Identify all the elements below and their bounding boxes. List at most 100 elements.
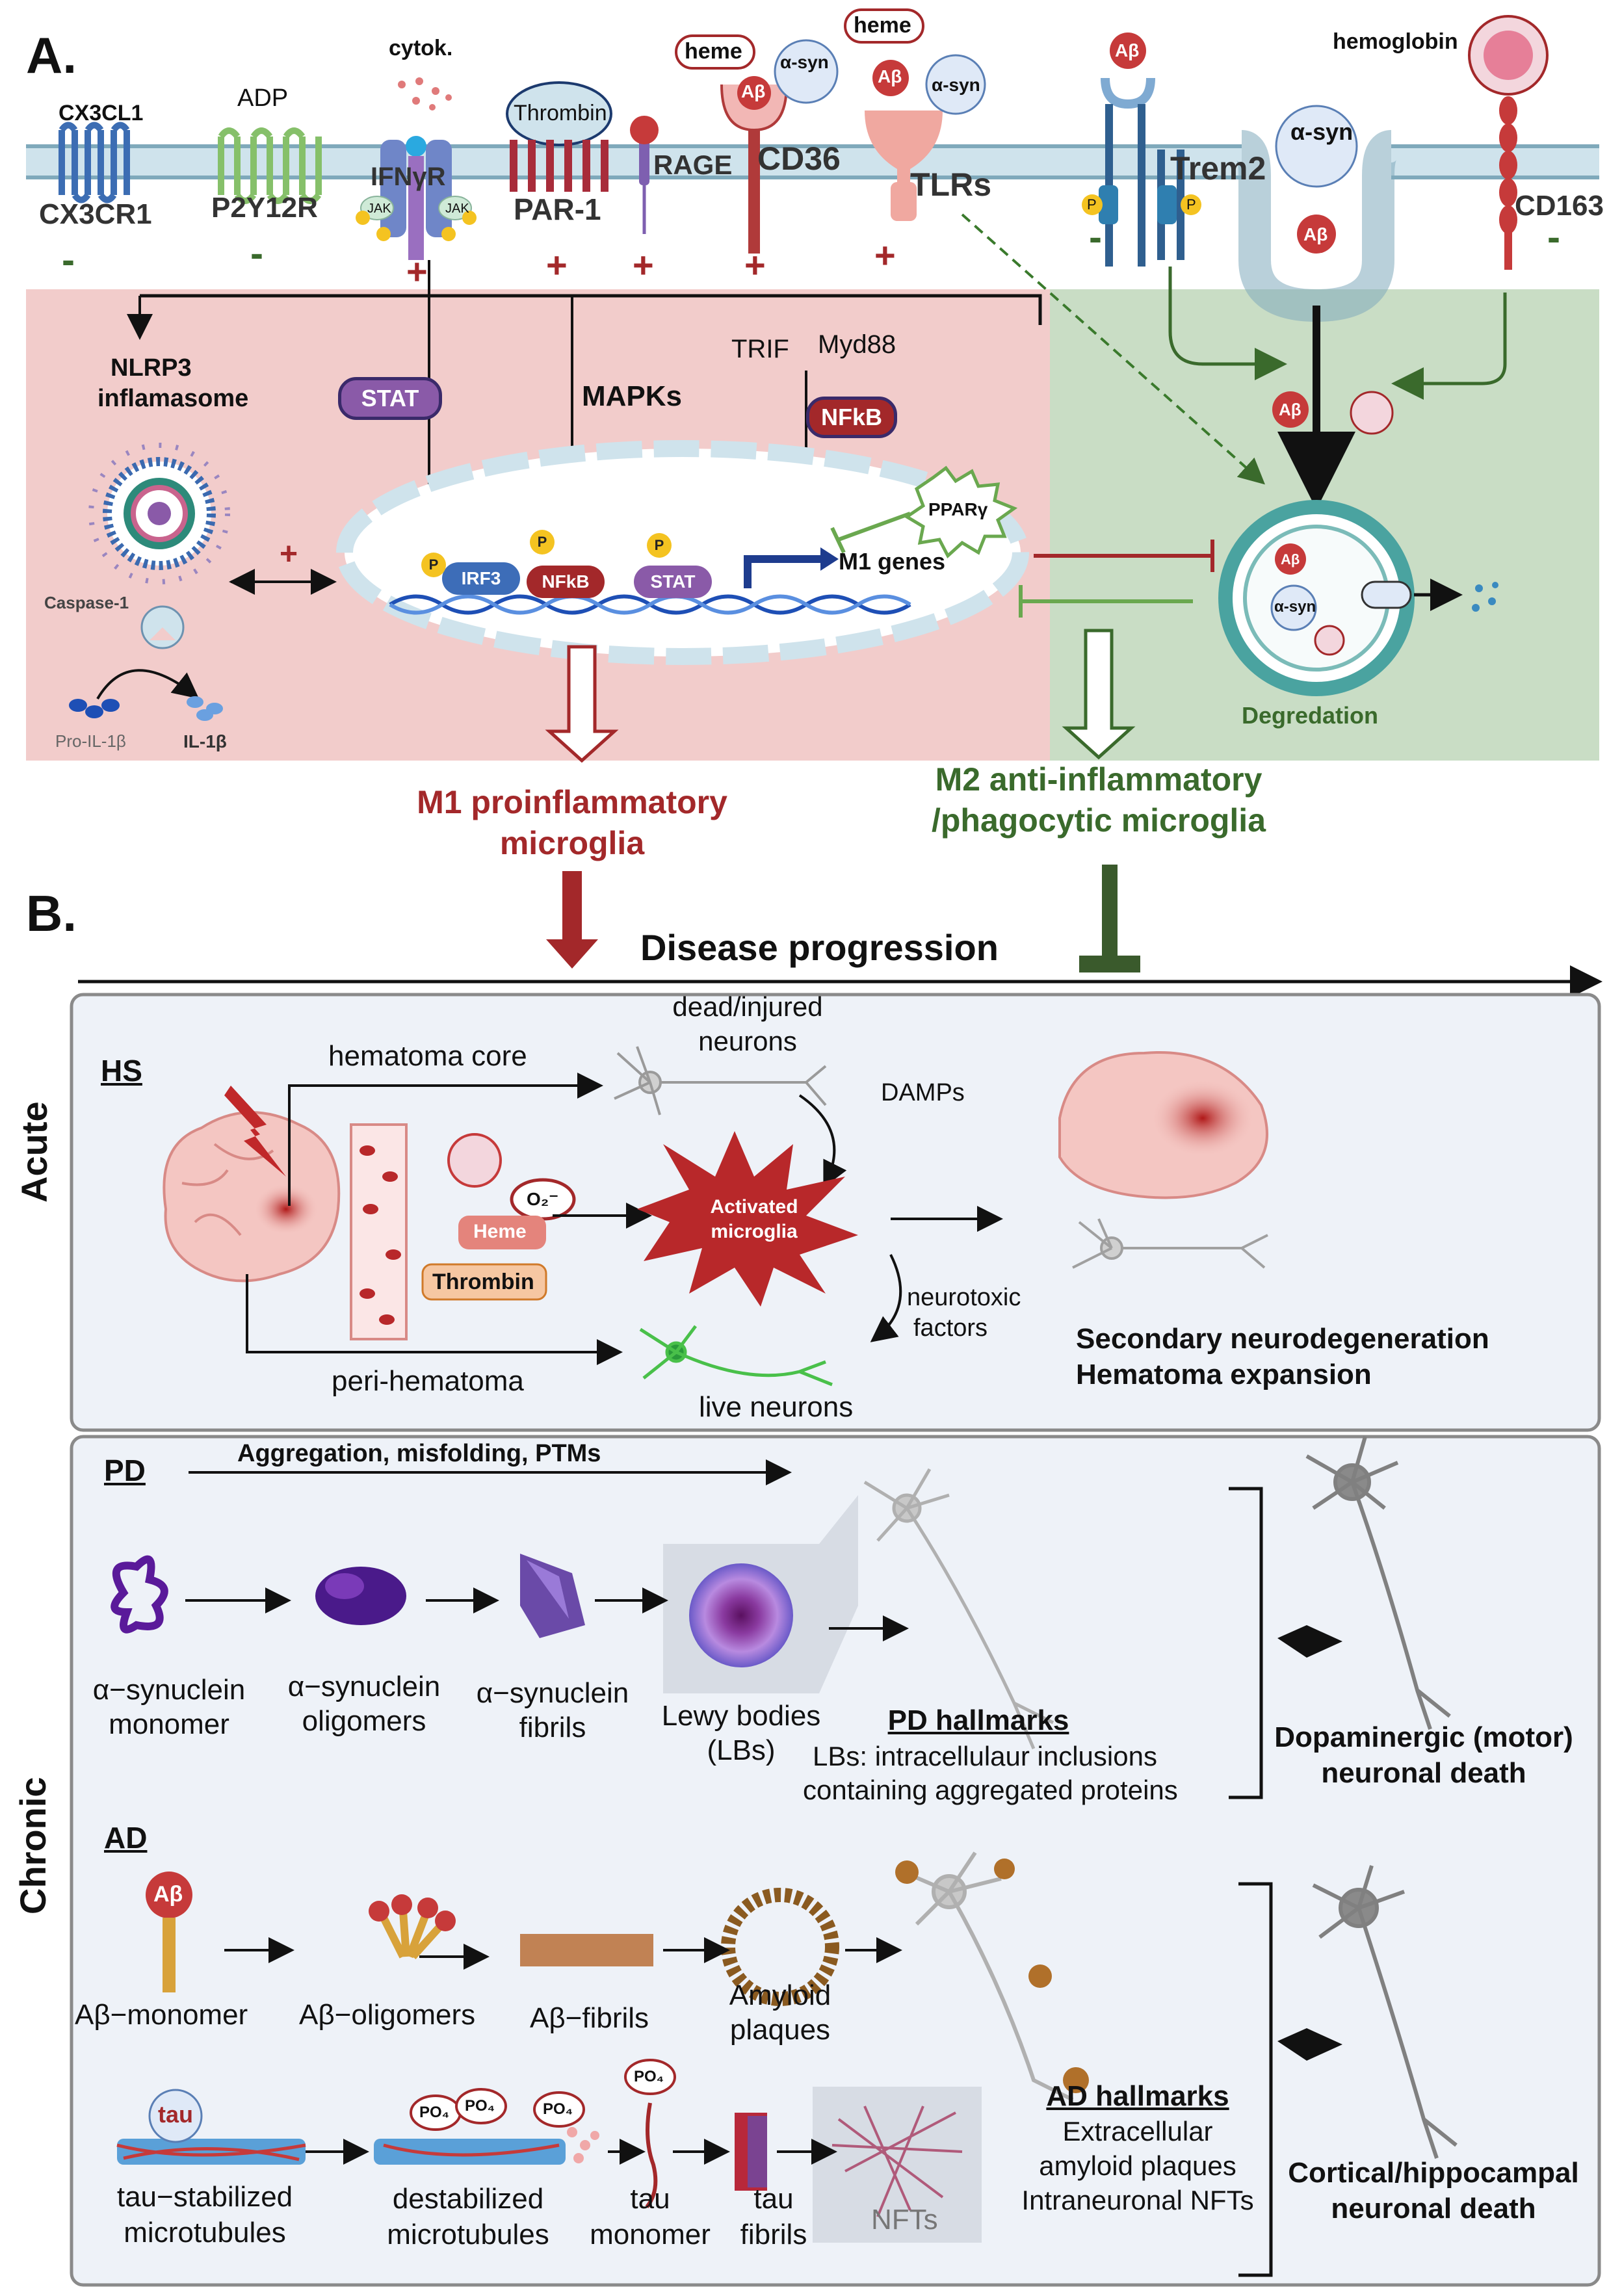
ad-outcome-arrow: [1277, 2028, 1342, 2061]
cd36-receptor: [675, 34, 839, 254]
ppary-label: PPARγ: [928, 499, 988, 519]
pd-hallmarks-title: PD hallmarks: [887, 1704, 1069, 1736]
m2-hollow-arrow: [1062, 629, 1136, 760]
par1-sign: +: [546, 244, 568, 285]
ad-hallmarks-line3: Intraneuronal NFTs: [1021, 2185, 1254, 2215]
ad-neuron: [895, 1851, 1089, 2102]
m2-title-line2: /phagocytic microglia: [931, 802, 1266, 839]
acute-outcome-line1: Secondary neurodegeneration: [1076, 1323, 1489, 1355]
activated-microglia-line2: microglia: [711, 1221, 798, 1242]
hs-title: HS: [101, 1054, 142, 1088]
pd-neuron: [863, 1468, 1054, 1749]
cytok-label: cytok.: [389, 36, 453, 60]
activated-microglia-line1: Activated: [710, 1196, 798, 1218]
dead-neuron: [614, 1046, 827, 1115]
ad-hallmarks-line2: amyloid plaques: [1039, 2150, 1236, 2181]
asyn-cargo: [1275, 105, 1358, 188]
cd36-label: CD36: [757, 140, 841, 177]
abeta-cargo: [1297, 215, 1336, 254]
ad-dying-neuron: [1312, 1865, 1458, 2159]
nfkb-pill-nucleus: NFkB: [527, 566, 605, 598]
cd163-label: CD163: [1515, 190, 1604, 222]
nlrp3-label: NLRP3: [111, 354, 192, 382]
trem2-p-left: P: [1087, 196, 1097, 213]
ad-death-line2: neuronal death: [1331, 2193, 1536, 2224]
disease-progression-label: Disease progression: [640, 927, 999, 968]
plaques-line2: plaques: [729, 2014, 831, 2046]
tau-stab-line1: tau−stabilized: [116, 2181, 293, 2213]
tlrs-heme-label: heme: [854, 13, 911, 38]
cd36-sign: +: [744, 244, 766, 285]
po4-2: PO₄: [465, 2097, 495, 2115]
nfkb-pill-cytoplasm: NFkB: [806, 397, 897, 438]
asyn-oligomers-line2: oligomers: [302, 1705, 426, 1737]
cx3cr1-sign: -: [62, 238, 75, 281]
trem2-sign: -: [1089, 215, 1102, 259]
degradation-label: Degredation: [1242, 702, 1379, 729]
cx3cr1-label: CX3CR1: [39, 198, 152, 230]
trem2-label: Trem2: [1170, 150, 1266, 187]
o2-label: O₂⁻: [527, 1189, 558, 1209]
caspase1-label: Caspase-1: [44, 593, 129, 612]
pd-aggregation-label: Aggregation, misfolding, PTMs: [237, 1440, 601, 1467]
asyn-monomer: [111, 1555, 168, 1634]
cd163-receptor: [1468, 15, 1549, 270]
ad-death-line1: Cortical/hippocampal: [1288, 2157, 1579, 2189]
tlrs-sign: +: [874, 235, 896, 276]
asyn-fibrils-line2: fibrils: [519, 1712, 586, 1743]
cd36-heme-label: heme: [685, 39, 742, 64]
destab-line2: microtubules: [387, 2219, 549, 2250]
asyn-fibrils: [520, 1554, 585, 1638]
tau-monomer: [645, 2102, 658, 2208]
myd88-label: Myd88: [818, 330, 896, 359]
hematoma-core-label: hematoma core: [328, 1040, 527, 1072]
cd36-abeta-label: Aβ: [741, 81, 766, 101]
ifngr-label: IFNγR: [371, 163, 446, 191]
pd-death-line2: neuronal death: [1321, 1757, 1526, 1789]
ppary-burst: [904, 465, 1018, 559]
degradation-abeta: Aβ: [1281, 551, 1300, 567]
pd-death-line1: Dopaminergic (motor): [1274, 1721, 1573, 1753]
nfkb-p: P: [530, 530, 555, 554]
cytokine-dots: [398, 77, 452, 111]
p2y12r-label: P2Y12R: [211, 192, 318, 224]
lewy-line2: (LBs): [707, 1734, 776, 1766]
tau-stabilized-microtubule: [116, 2089, 306, 2165]
hemorrhagic-brain: [163, 1111, 341, 1283]
m1-genes-label: M1 genes: [839, 548, 946, 575]
peri-hematoma-label: peri-hematoma: [332, 1365, 524, 1397]
par1-label: PAR-1: [514, 192, 601, 226]
lightning-bolt: [224, 1086, 286, 1177]
degradation-asyn: α-syn: [1274, 598, 1316, 616]
ad-title: AD: [104, 1821, 148, 1855]
chronic-side-label: Chronic: [12, 1777, 53, 1914]
tlrs-label: TLRs: [910, 166, 991, 203]
tau-monomer-line2: monomer: [590, 2219, 711, 2250]
ad-hallmarks-line1: Extracellular: [1062, 2116, 1213, 2146]
thrombin-label: Thrombin: [514, 101, 607, 125]
cd36-asyn-label: α-syn: [780, 52, 829, 72]
destabilized-microtubule: [374, 2127, 599, 2165]
jak-right-label: JAK: [445, 202, 469, 216]
stat-p: P: [647, 533, 672, 558]
ifngr-sign: +: [406, 251, 428, 292]
rage-sign: +: [633, 244, 654, 285]
asyn-fibrils-line1: α−synuclein: [476, 1677, 629, 1709]
asyn-oligomers-line1: α−synuclein: [287, 1671, 441, 1702]
m1-hollow-arrow: [545, 645, 619, 763]
ad-hallmarks-title: AD hallmarks: [1046, 2080, 1229, 2112]
p2y12r-sign: -: [250, 231, 263, 275]
abeta-monomer-label: Aβ−monomer: [75, 1999, 248, 2031]
cx3cr1-receptor: [59, 122, 130, 203]
tau-stab-line2: microtubules: [124, 2217, 286, 2249]
pd-dying-neuron: [1305, 1436, 1451, 1730]
pd-hallmarks-line2: containing aggregated proteins: [803, 1775, 1178, 1805]
trem2-abeta-label: Aβ: [1115, 40, 1140, 60]
inflammasome-plus: +: [280, 537, 298, 571]
acute-outcome-line2: Hematoma expansion: [1076, 1359, 1372, 1390]
ad-bracket: [1238, 1882, 1273, 2277]
trem2-receptor: [1082, 33, 1201, 267]
dead-neurons-line2: neurons: [698, 1026, 797, 1056]
nlrp3-inflammasome-graphic: [69, 443, 230, 721]
po4-3: PO₄: [543, 2100, 573, 2118]
